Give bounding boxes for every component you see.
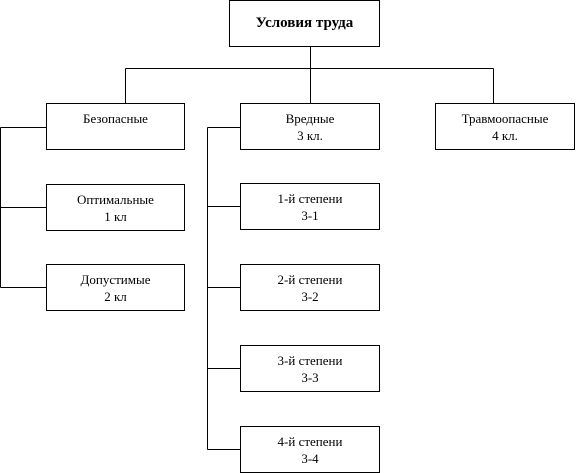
harmful-degree-1-line1: 1-й степени	[277, 190, 343, 206]
harmful-degree-4-line1: 4-й степени	[277, 433, 343, 449]
harmful-degree-1-line2: 3-1	[301, 207, 319, 223]
safe-box: Безопасные	[46, 103, 185, 150]
harmful-degree-3-box: 3-й степени 3-3	[240, 345, 380, 392]
permissible-line1: Допустимые	[80, 271, 151, 287]
traumatic-box: Травмоопасные 4 кл.	[435, 103, 575, 150]
root-box: Условия труда	[229, 0, 380, 47]
harmful-title: Вредные	[285, 110, 335, 126]
harmful-subtitle: 3 кл.	[297, 127, 323, 143]
harmful-degree-1-box: 1-й степени 3-1	[240, 183, 380, 230]
harmful-degree-4-line2: 3-4	[301, 450, 319, 466]
optimal-line2: 1 кл	[104, 208, 127, 224]
optimal-line1: Оптимальные	[77, 191, 154, 207]
safe-title: Безопасные	[83, 111, 148, 126]
permissible-line2: 2 кл	[104, 288, 127, 304]
harmful-box: Вредные 3 кл.	[240, 103, 380, 150]
harmful-degree-4-box: 4-й степени 3-4	[240, 426, 380, 473]
harmful-degree-2-line2: 3-2	[301, 288, 319, 304]
harmful-degree-2-box: 2-й степени 3-2	[240, 264, 380, 311]
harmful-degree-2-line1: 2-й степени	[277, 271, 343, 287]
root-title: Условия труда	[255, 15, 354, 31]
optimal-box: Оптимальные 1 кл	[46, 184, 185, 231]
traumatic-subtitle: 4 кл.	[492, 127, 518, 143]
traumatic-title: Травмоопасные	[461, 110, 549, 126]
harmful-degree-3-line2: 3-3	[301, 369, 319, 385]
harmful-degree-3-line1: 3-й степени	[277, 352, 343, 368]
permissible-box: Допустимые 2 кл	[46, 264, 185, 311]
